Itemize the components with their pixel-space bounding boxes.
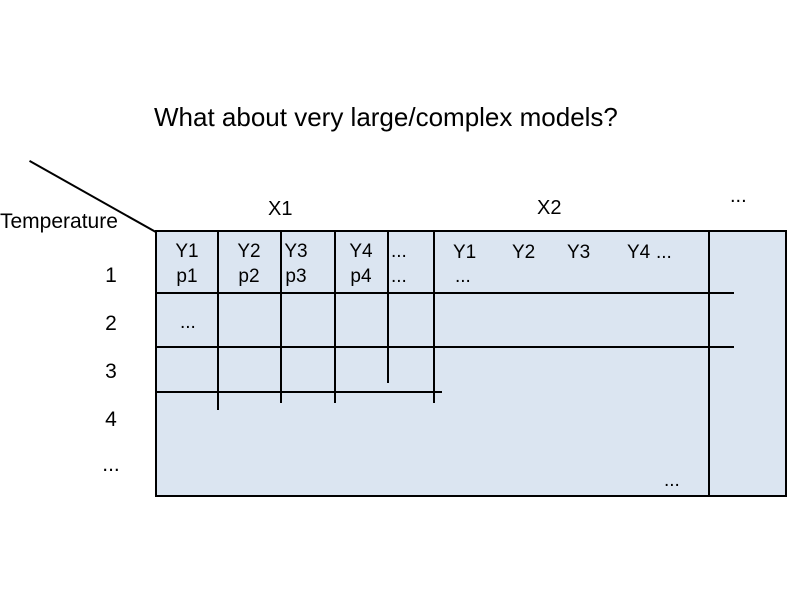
- row-label-ellipsis: ...: [102, 453, 120, 476]
- grid-line-horizontal-1: [155, 292, 734, 294]
- grid-line-x2-more-separator: [708, 230, 710, 497]
- grid-line-vertical-4: [387, 230, 389, 383]
- header-cell-x1-y1: Y1 p1: [157, 241, 217, 293]
- row-label-3: 3: [105, 360, 117, 383]
- row-label-2: 2: [105, 312, 117, 335]
- header-x2-line2-ellipsis: ...: [455, 266, 471, 287]
- header-p4-label: p4: [350, 266, 372, 287]
- grid-line-vertical-1: [217, 230, 219, 410]
- cell-bottom-right-ellipsis: ...: [664, 470, 680, 491]
- header-x2-ellipsis: ...: [656, 242, 672, 263]
- grid-line-vertical-3: [334, 230, 336, 403]
- header-x2-y3: Y3: [567, 242, 591, 263]
- header-ellipsis-line1: ...: [391, 241, 407, 262]
- header-y3-label: Y3: [284, 241, 308, 262]
- header-cell-x1-y3: Y3 p3: [280, 241, 312, 293]
- group-label-x1: X1: [268, 198, 293, 220]
- header-y1-label: Y1: [175, 241, 199, 262]
- header-cell-x1-y2: Y2 p2: [219, 241, 279, 293]
- group-label-x2: X2: [537, 197, 562, 219]
- grid-line-x1-x2-separator: [433, 230, 435, 403]
- header-ellipsis-line2: ...: [391, 266, 407, 287]
- header-x2-y4: Y4: [627, 242, 651, 263]
- temperature-axis-label: Temperature: [0, 210, 118, 233]
- header-x2-y2: Y2: [512, 242, 536, 263]
- header-y2-label: Y2: [237, 241, 261, 262]
- row-label-4: 4: [105, 408, 117, 431]
- row-label-1: 1: [105, 264, 117, 287]
- header-y4-label: Y4: [349, 241, 373, 262]
- slide-title: What about very large/complex models?: [154, 102, 618, 132]
- group-label-more: ...: [730, 185, 747, 207]
- header-x2-y1: Y1: [453, 242, 477, 263]
- cell-row2-ellipsis: ...: [180, 312, 196, 333]
- grid-line-horizontal-3: [155, 391, 442, 393]
- header-cell-x1-y4: Y4 p4: [336, 241, 386, 293]
- header-p2-label: p2: [238, 266, 260, 287]
- header-p1-label: p1: [176, 266, 198, 287]
- grid-line-horizontal-2: [155, 346, 734, 348]
- table-background: [155, 230, 787, 497]
- header-p3-label: p3: [285, 266, 307, 287]
- grid-line-vertical-2: [280, 230, 282, 403]
- header-cell-x1-ellipsis: ... ...: [391, 241, 431, 293]
